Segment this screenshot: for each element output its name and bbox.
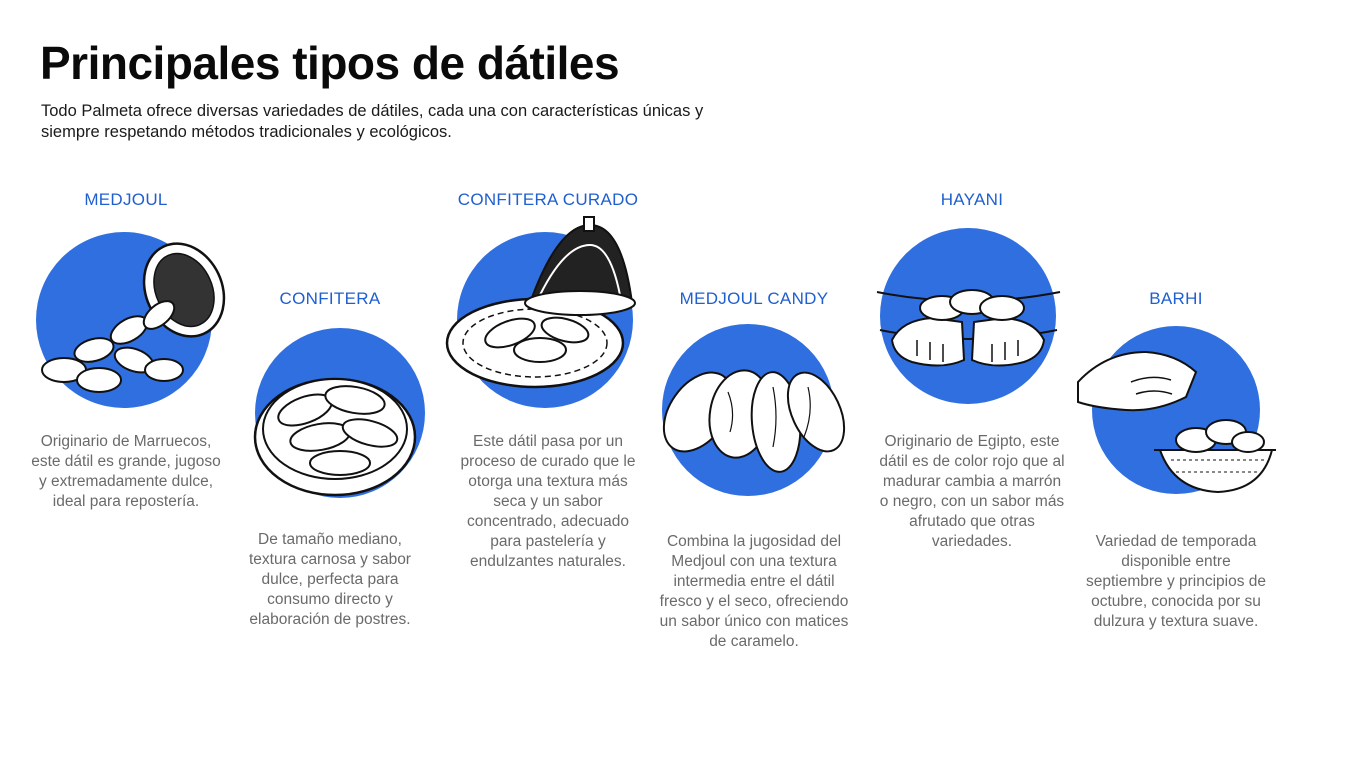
tagine-with-dates-icon	[440, 215, 640, 415]
bowl-of-dates-icon	[34, 230, 234, 430]
intro-text: Todo Palmeta ofrece diversas variedades …	[41, 102, 704, 141]
variety-description: Este dátil pasa por un proceso de curado…	[460, 433, 636, 570]
variety-name: BARHI	[1149, 289, 1203, 308]
variety-description: Combina la jugosidad del Medjoul con una…	[659, 533, 849, 650]
variety-description: Variedad de temporada disponible entre s…	[1085, 533, 1267, 630]
variety-description: De tamaño mediano, textura carnosa y sab…	[249, 531, 411, 628]
hand-and-glass-bowl-icon	[1076, 322, 1276, 522]
variety-name: CONFITERA CURADO	[457, 190, 639, 209]
round-tin-of-dates-icon	[240, 325, 440, 525]
variety-name: MEDJOUL	[84, 190, 168, 209]
page-title: Principales tipos de dátiles	[40, 37, 620, 89]
variety-description: Originario de Marruecos, este dátil es g…	[31, 433, 221, 510]
variety-description: Originario de Egipto, este dátil es de c…	[879, 433, 1065, 550]
variety-name: MEDJOUL CANDY	[679, 289, 829, 308]
hands-holding-dates-icon	[872, 228, 1072, 430]
variety-name: HAYANI	[940, 190, 1004, 209]
large-dates-icon	[648, 322, 848, 522]
variety-name: CONFITERA	[279, 289, 381, 308]
